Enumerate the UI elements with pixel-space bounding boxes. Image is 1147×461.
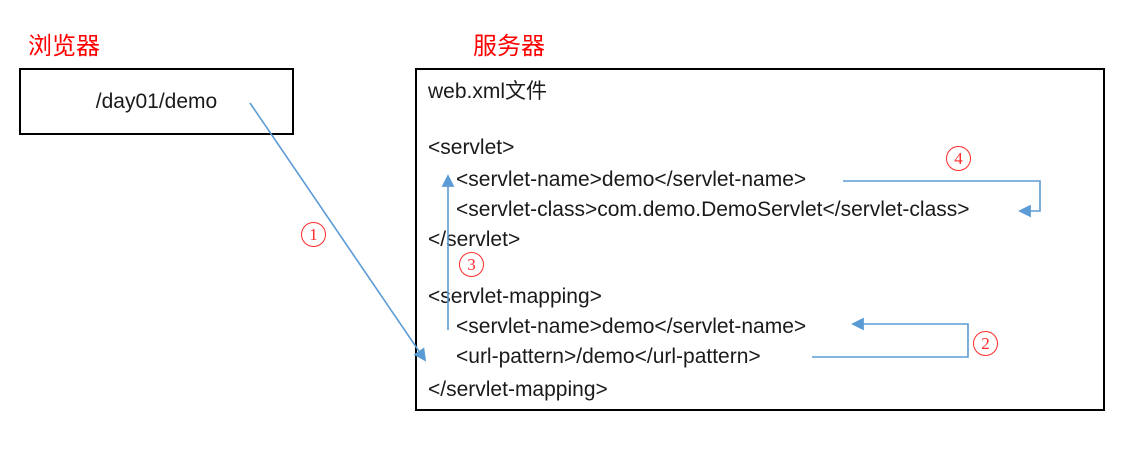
browser-request-url: /day01/demo [95,89,218,113]
code-line-mapping-servlet-name: <servlet-name>demo</servlet-name> [456,315,807,338]
step-2-badge: 2 [973,331,998,356]
webxml-file-label: web.xml文件 [428,80,548,103]
code-line-servlet-name: <servlet-name>demo</servlet-name> [456,168,807,191]
code-line-servlet-close: </servlet> [428,228,521,251]
code-line-servlet-class: <servlet-class>com.demo.DemoServlet</ser… [456,198,970,221]
step-1-badge: 1 [301,222,326,247]
browser-box: /day01/demo [19,68,294,135]
step-4-badge: 4 [946,146,971,171]
step-3-badge: 3 [459,252,484,277]
code-line-servlet-mapping-open: <servlet-mapping> [428,285,602,308]
code-line-servlet-mapping-close: </servlet-mapping> [428,378,608,401]
arrow-1-request-icon [249,102,427,362]
server-title: 服务器 [473,34,545,60]
code-line-servlet-open: <servlet> [428,136,515,159]
browser-title: 浏览器 [28,34,100,60]
code-line-url-pattern: <url-pattern>/demo</url-pattern> [456,345,761,368]
